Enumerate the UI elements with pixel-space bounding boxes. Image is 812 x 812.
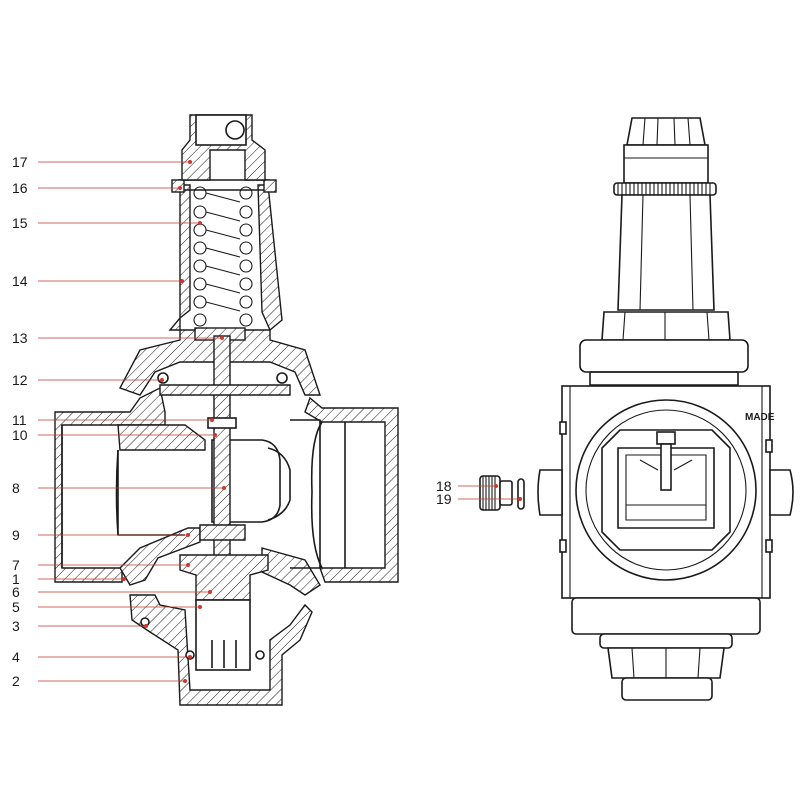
callout-7: 7: [12, 557, 20, 573]
callout-13: 13: [12, 330, 28, 346]
bonnet: [617, 194, 715, 311]
callout-19: 19: [436, 491, 452, 507]
callout-11: 11: [12, 412, 27, 428]
callout-labels: 17 16 15 14 13 12 11 10 8 9 7 1 6 5 3 4 …: [12, 154, 28, 689]
callout-3: 3: [12, 618, 20, 634]
valve-body-section: [54, 329, 399, 706]
body-marking: MADE: [745, 412, 775, 423]
adjusting-knob: [623, 117, 709, 184]
knurled-ring: [613, 182, 717, 196]
exterior-view: MADE 18 19: [436, 117, 794, 701]
callout-6: 6: [12, 584, 20, 600]
callout-5: 5: [12, 599, 20, 615]
spring-housing: [168, 114, 283, 332]
seal-19: [517, 478, 525, 510]
exploded-parts: 18 19: [436, 475, 525, 511]
bottom-cap: [571, 597, 761, 701]
callout-14: 14: [12, 273, 28, 289]
hex-nut: [579, 311, 749, 386]
callout-10: 10: [12, 427, 28, 443]
callout-12: 12: [12, 372, 28, 388]
callout-4: 4: [12, 649, 20, 665]
callout-1: 1: [12, 571, 20, 587]
callout-17: 17: [12, 154, 28, 170]
callout-18: 18: [436, 478, 452, 494]
valve-stem: [159, 335, 291, 671]
leader-lines: [38, 160, 226, 683]
callout-2: 2: [12, 673, 20, 689]
callout-16: 16: [12, 180, 28, 196]
valve-body: MADE: [537, 385, 794, 599]
callout-9: 9: [12, 527, 20, 543]
callout-15: 15: [12, 215, 28, 231]
spring: [193, 186, 253, 341]
callout-8: 8: [12, 480, 20, 496]
section-view: 17 16 15 14 13 12 11 10 8 9 7 1 6 5 3 4 …: [12, 114, 399, 706]
